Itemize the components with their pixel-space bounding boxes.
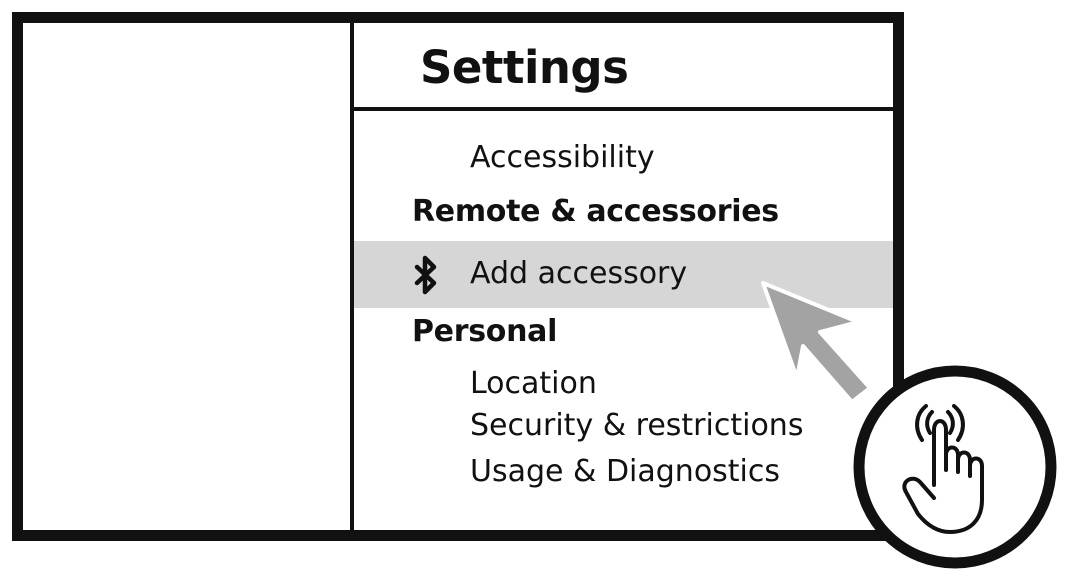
menu-item-usage-diagnostics[interactable]: Usage & Diagnostics — [470, 454, 781, 489]
section-header-personal: Personal — [412, 314, 558, 349]
bluetooth-icon — [414, 255, 437, 295]
menu-item-security-restrictions[interactable]: Security & restrictions — [470, 408, 804, 443]
left-pane — [23, 23, 350, 530]
menu-item-add-accessory[interactable]: Add accessory — [354, 241, 893, 308]
tap-hand-icon — [902, 404, 984, 534]
settings-panel: Settings Accessibility Remote & accessor… — [354, 23, 893, 530]
section-header-remote-accessories: Remote & accessories — [412, 194, 779, 229]
menu-item-accessibility[interactable]: Accessibility — [470, 140, 655, 175]
add-accessory-label: Add accessory — [470, 256, 688, 291]
settings-title: Settings — [420, 41, 629, 94]
settings-screen: Settings Accessibility Remote & accessor… — [12, 12, 904, 541]
menu-item-location[interactable]: Location — [470, 366, 597, 401]
pane-divider — [350, 23, 354, 530]
title-divider — [354, 107, 893, 111]
